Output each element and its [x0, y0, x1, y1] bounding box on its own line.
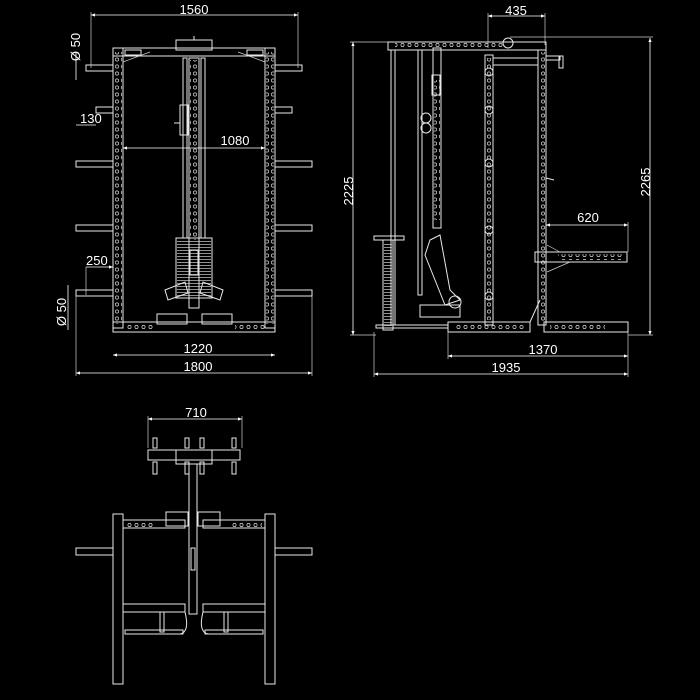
- dim-top-width: 1560: [180, 2, 209, 17]
- dim-top-depth: 435: [505, 3, 527, 18]
- dim-inner-width: 1080: [221, 133, 250, 148]
- dim-handle-width: 710: [185, 405, 207, 420]
- front-pegs-right: [274, 64, 313, 297]
- front-pegs-left: [75, 64, 114, 297]
- dim-overall-width: 1800: [184, 359, 213, 374]
- dim-overall-depth: 1935: [492, 360, 521, 375]
- top-view: 710: [75, 405, 313, 685]
- dim-peg-offset: 250: [86, 253, 108, 268]
- dim-pin-diameter-top: Ø 50: [68, 33, 83, 61]
- dim-height-left: 2225: [341, 177, 356, 206]
- dim-height-right: 2265: [638, 168, 653, 197]
- front-view: 1560 Ø 50 130 1080 250 Ø 50 1220 1800: [54, 2, 313, 376]
- dim-pin-diameter-bottom: Ø 50: [54, 298, 69, 326]
- side-view: 435 2225 2265 620 1370 1935: [341, 3, 653, 377]
- dim-peg-length: 130: [80, 111, 102, 126]
- dim-base-depth: 1370: [529, 342, 558, 357]
- dim-spotter-arm: 620: [577, 210, 599, 225]
- dim-base-inner: 1220: [184, 341, 213, 356]
